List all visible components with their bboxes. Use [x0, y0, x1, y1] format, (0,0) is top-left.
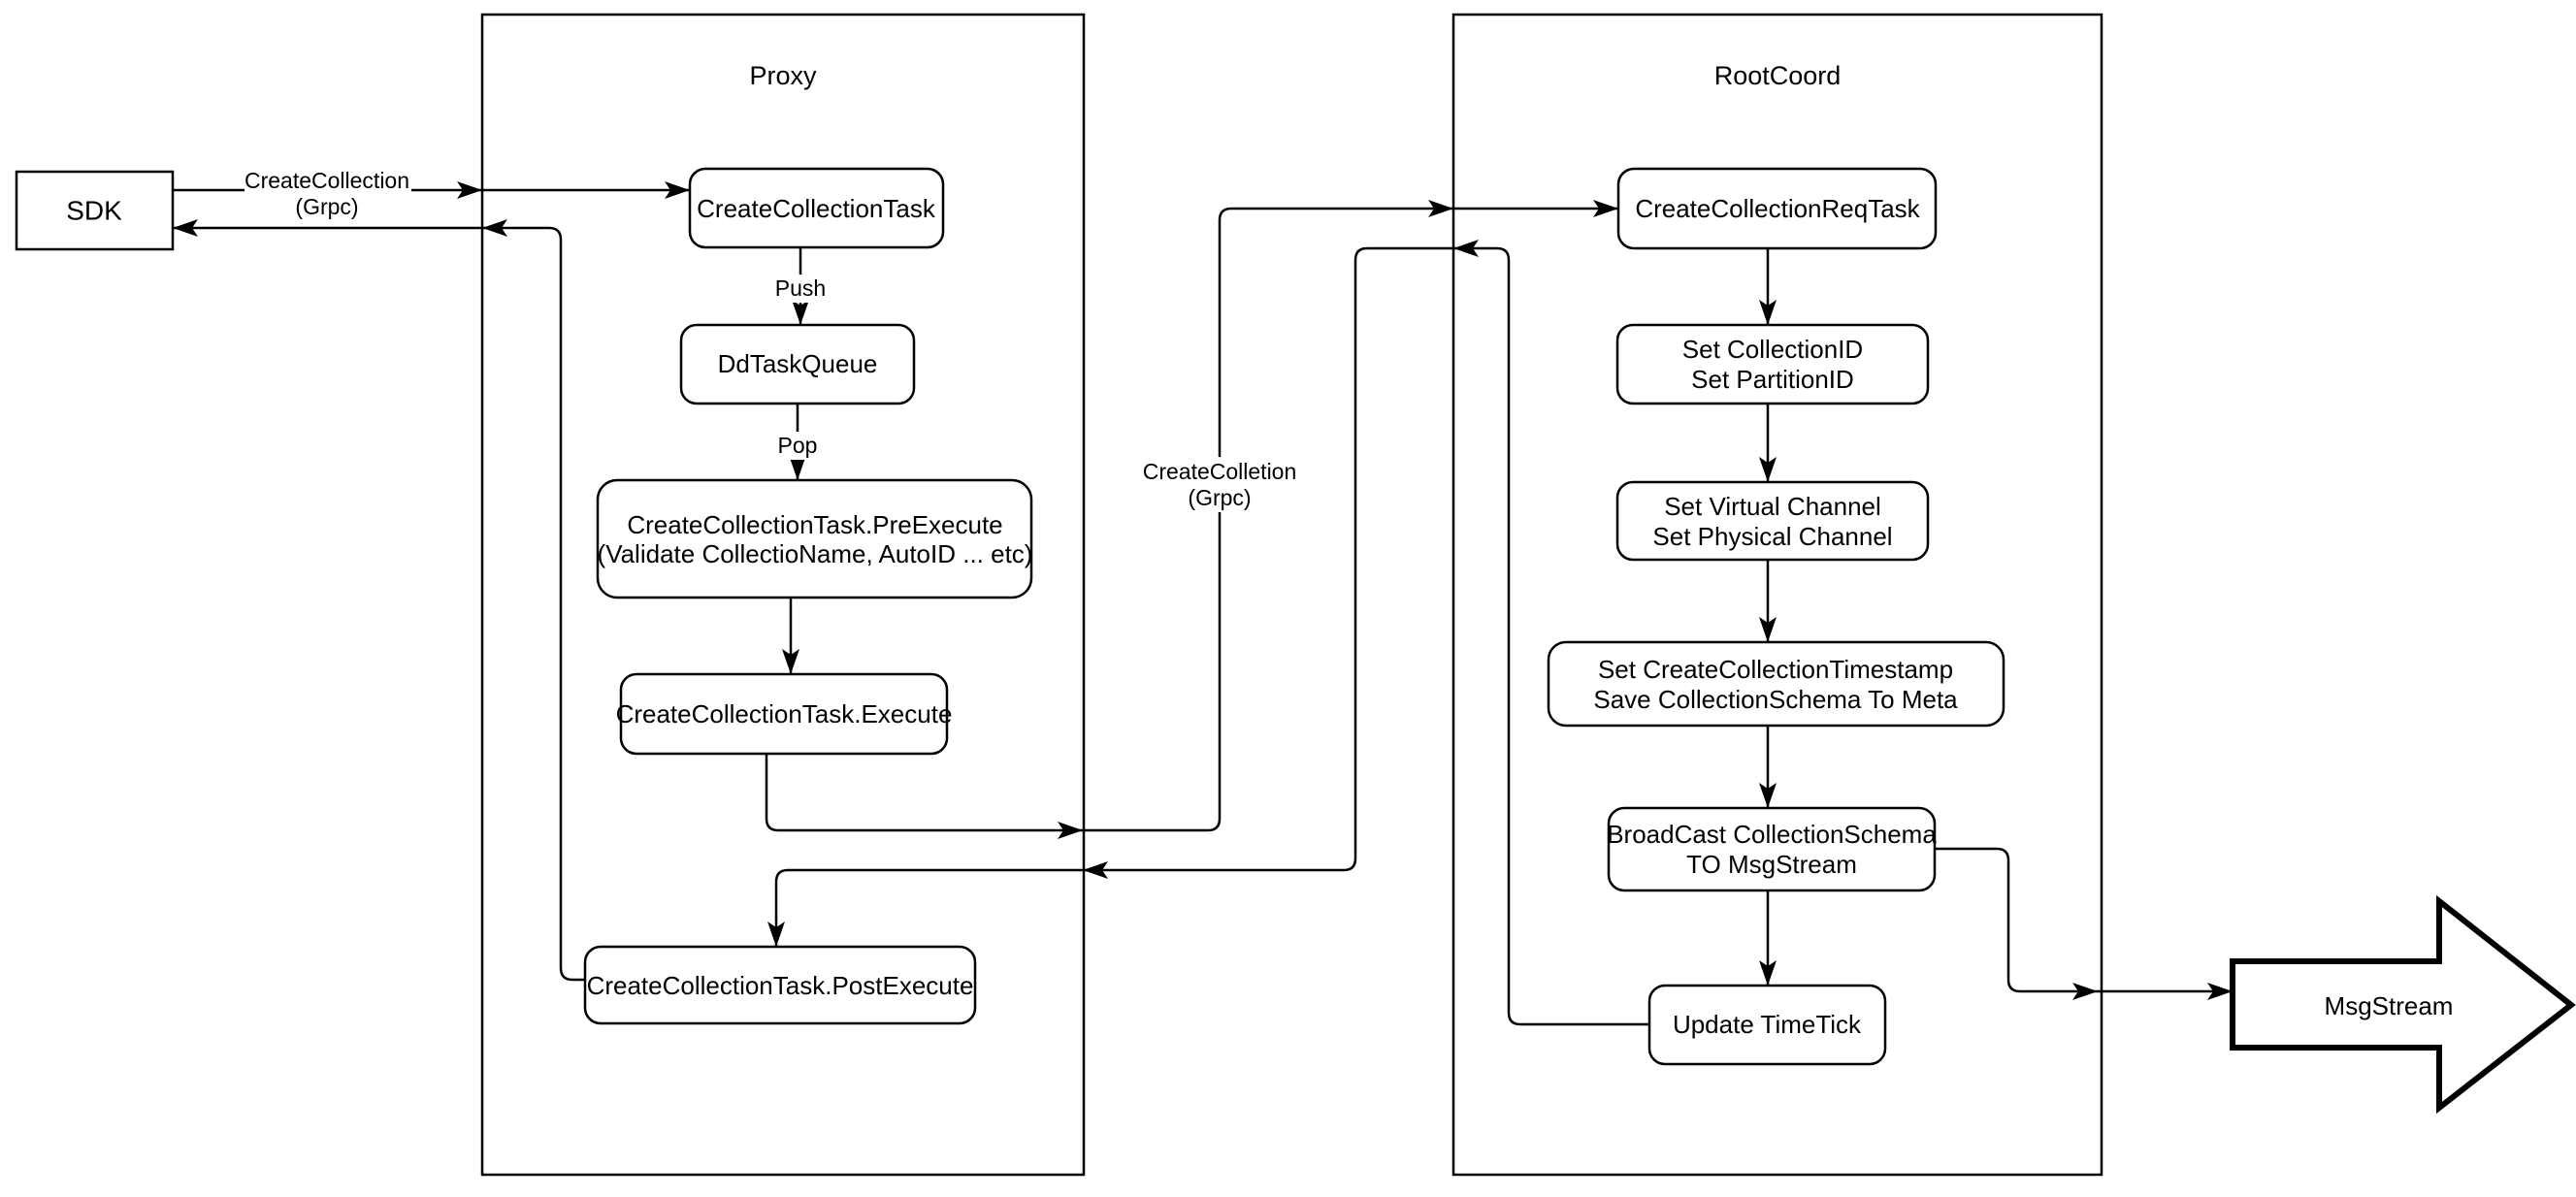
rootcoord-container: RootCoord	[1451, 13, 2103, 1177]
update-timetick-label: Update TimeTick	[1673, 1010, 1862, 1039]
node-post-execute: CreateCollectionTask.PostExecute	[583, 945, 977, 1025]
proxy-container: Proxy	[480, 13, 1086, 1177]
edge-updatetimetick-to-rootcoord-edge	[1453, 240, 1649, 1026]
label-pop: Pop	[773, 432, 824, 460]
node-set-ids: Set CollectionID Set PartitionID	[1615, 323, 1930, 405]
broadcast-label-line2: TO MsgStream	[1686, 850, 1857, 879]
set-channels-label-line2: Set Physical Channel	[1652, 522, 1892, 551]
pre-execute-label-line1: CreateCollectionTask.PreExecute	[627, 510, 1002, 539]
label-push-text: Push	[775, 275, 826, 301]
update-timetick-box	[1647, 984, 1887, 1066]
dd-task-queue-label: DdTaskQueue	[718, 349, 878, 378]
dd-task-queue-box	[679, 323, 916, 405]
label-create-colletion-line2: (Grpc)	[1188, 485, 1251, 510]
node-dd-task-queue: DdTaskQueue	[679, 323, 916, 405]
set-channels-label-line1: Set Virtual Channel	[1664, 492, 1881, 521]
node-msgstream: MsgStream	[2230, 894, 2576, 1115]
label-create-collection-grpc-bg	[245, 166, 411, 221]
label-pop-bg	[773, 432, 824, 460]
label-push-bg	[771, 275, 830, 303]
node-pre-execute: CreateCollectionTask.PreExecute (Validat…	[596, 478, 1033, 599]
set-ids-box	[1615, 323, 1930, 405]
label-create-colletion-line1: CreateColletion	[1143, 459, 1297, 484]
rootcoord-container-title: RootCoord	[1714, 61, 1842, 90]
post-execute-box	[583, 945, 977, 1025]
edge-broadcast-to-rootcoord-edge	[1935, 847, 2098, 1000]
create-collection-task-box	[688, 167, 945, 249]
set-ids-label-line1: Set CollectionID	[1682, 335, 1863, 364]
msgstream-label: MsgStream	[2325, 991, 2454, 1020]
proxy-container-frame	[480, 13, 1086, 1177]
edge-proxy-to-rootcoord	[1083, 200, 1453, 832]
set-channels-box	[1615, 480, 1930, 562]
sdk-box	[15, 170, 175, 251]
broadcast-label-line1: BroadCast CollectionSchema	[1607, 820, 1937, 849]
create-collection-req-task-label: CreateCollectionReqTask	[1635, 194, 1920, 223]
create-collection-task-label: CreateCollectionTask	[697, 194, 936, 223]
broadcast-box	[1607, 806, 1937, 892]
node-broadcast: BroadCast CollectionSchema TO MsgStream	[1607, 806, 1937, 892]
set-timestamp-box	[1547, 640, 2005, 728]
node-update-timetick: Update TimeTick	[1647, 984, 1887, 1066]
proxy-container-title: Proxy	[749, 61, 817, 90]
edge-rootcoord-to-proxy-return	[1083, 246, 1453, 879]
set-ids-label-line2: Set PartitionID	[1691, 365, 1854, 394]
msgstream-arrow-shape	[2230, 894, 2576, 1115]
node-create-collection-req-task: CreateCollectionReqTask	[1616, 167, 1938, 250]
set-timestamp-label-line1: Set CreateCollectionTimestamp	[1598, 655, 1953, 684]
create-collection-req-task-box	[1616, 167, 1938, 250]
sdk-label: SDK	[66, 196, 122, 226]
node-create-collection-task: CreateCollectionTask	[688, 167, 945, 249]
label-create-collection-line1: CreateCollection	[245, 168, 409, 193]
label-pop-text: Pop	[778, 433, 818, 458]
execute-label: CreateCollectionTask.Execute	[616, 699, 953, 728]
edge-postexecute-to-proxy-edge	[482, 219, 585, 982]
node-sdk: SDK	[15, 170, 175, 251]
label-create-collection-grpc: CreateCollection (Grpc)	[245, 166, 411, 221]
set-timestamp-label-line2: Save CollectionSchema To Meta	[1593, 685, 1958, 714]
node-set-channels: Set Virtual Channel Set Physical Channel	[1615, 480, 1930, 562]
pre-execute-label-line2: (Validate CollectioName, AutoID ... etc)	[598, 539, 1033, 568]
label-create-colletion-grpc-bg	[1143, 457, 1296, 512]
pre-execute-box	[596, 478, 1033, 599]
node-set-timestamp: Set CreateCollectionTimestamp Save Colle…	[1547, 640, 2005, 728]
rootcoord-container-frame	[1451, 13, 2103, 1177]
execute-box	[619, 672, 949, 756]
edge-execute-to-proxy-edge	[765, 754, 1083, 839]
edge-proxy-edge-to-postexecute	[767, 868, 1083, 947]
label-create-collection-line2: (Grpc)	[295, 194, 358, 219]
node-execute: CreateCollectionTask.Execute	[616, 672, 953, 756]
label-push: Push	[771, 275, 830, 303]
label-create-colletion-grpc: CreateColletion (Grpc)	[1143, 457, 1297, 512]
post-execute-label: CreateCollectionTask.PostExecute	[587, 971, 974, 1000]
